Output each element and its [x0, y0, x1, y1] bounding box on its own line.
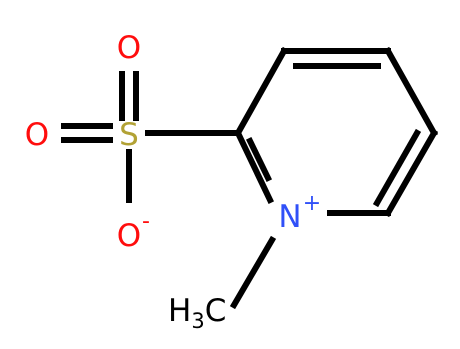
- oxygen-charge-minus: -: [142, 209, 150, 234]
- methyl-subscript: 3: [191, 309, 204, 333]
- atom-oxygen-bottom: O: [117, 218, 141, 254]
- bond-n-c2-inner: [245, 136, 273, 183]
- atom-sulfur: S: [119, 117, 139, 153]
- methyl-h: H: [168, 293, 191, 329]
- atom-oxygen-top: O: [117, 30, 141, 66]
- bond-c4-c5: [383, 46, 439, 138]
- bond-c5-c6: [383, 128, 439, 218]
- bond-c5-c6-inner: [372, 128, 422, 208]
- nitrogen-charge-plus: +: [303, 191, 321, 216]
- atom-oxygen-left: O: [25, 117, 49, 153]
- bond-c2-c3: [233, 46, 289, 138]
- bonds: [61, 46, 439, 310]
- methyl-label: H3C: [168, 293, 226, 333]
- atom-nitrogen: N: [278, 199, 301, 235]
- methyl-c: C: [205, 293, 227, 329]
- bond-n-c2: [233, 128, 275, 205]
- atom-labels: O O S O - N + H3C: [25, 30, 321, 333]
- bond-n-methyl: [229, 235, 277, 310]
